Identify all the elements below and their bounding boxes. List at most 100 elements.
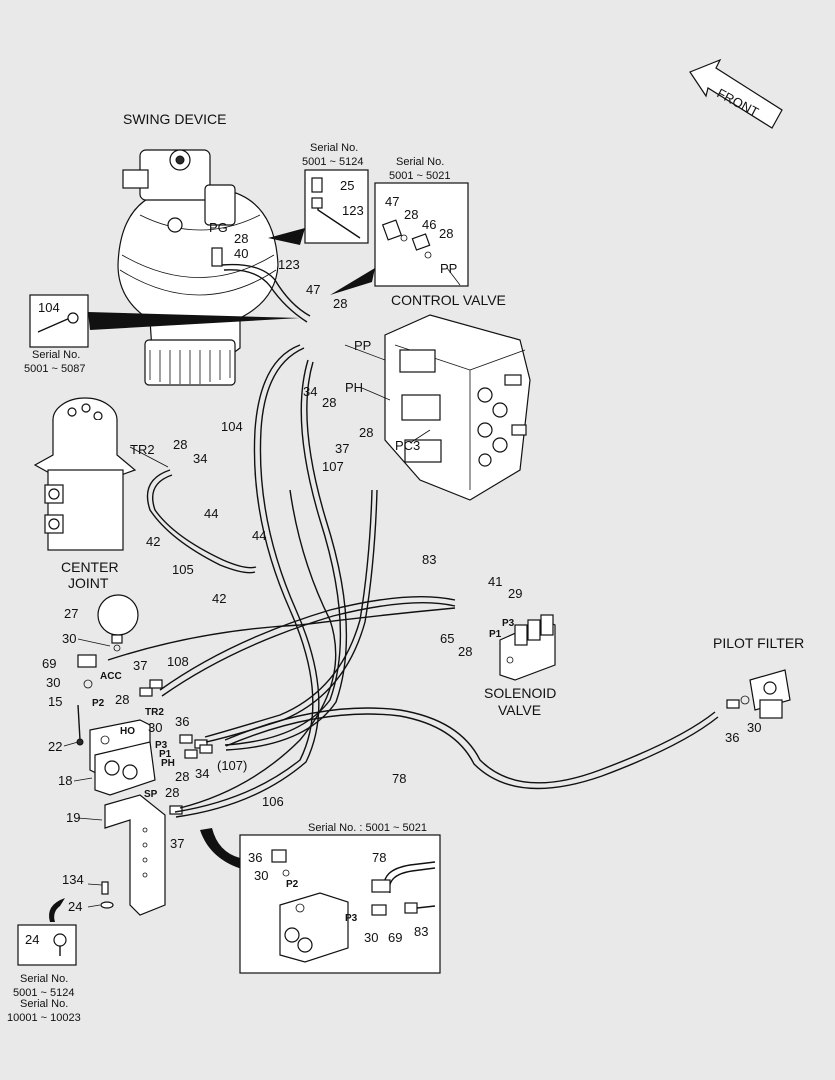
- callout-105: 105: [172, 562, 194, 577]
- callout-30-block: 30: [148, 720, 162, 735]
- serial-b-label: Serial No.: [396, 156, 444, 168]
- serial-d-text: Serial No. : 5001 ~ 5021: [308, 822, 427, 834]
- solenoid-title-2: VALVE: [498, 702, 541, 718]
- pilot-filter-title: PILOT FILTER: [713, 635, 804, 651]
- callout-107-ref: (107): [217, 758, 247, 773]
- serial-box-a: [304, 169, 369, 244]
- callout-15: 15: [48, 694, 62, 709]
- callout-28-sol: 28: [458, 644, 472, 659]
- callout-25: 25: [340, 178, 354, 193]
- callout-42-a: 42: [146, 534, 160, 549]
- callout-p2-inset: P2: [286, 879, 299, 890]
- callout-28-box2: 28: [439, 226, 453, 241]
- leader-lines: [63, 267, 461, 908]
- callout-134: 134: [62, 872, 84, 887]
- callout-27: 27: [64, 606, 78, 621]
- callout-tr2: TR2: [130, 442, 155, 457]
- solenoid-title-1: SOLENOID: [484, 685, 556, 701]
- callout-123-box: 123: [342, 203, 364, 218]
- callout-28-ph: 28: [322, 395, 336, 410]
- callout-37-acc: 37: [133, 658, 147, 673]
- callout-78-inset: 78: [372, 850, 386, 865]
- callout-sp: SP: [144, 789, 158, 800]
- callout-30-p2: 30: [46, 675, 60, 690]
- callout-28-tr2: 28: [173, 437, 187, 452]
- accumulator-assembly: [76, 594, 166, 916]
- block-fittings: [139, 679, 213, 815]
- solenoid-valve: [499, 614, 556, 681]
- serial-box-b: [374, 182, 469, 287]
- callout-30-inset1: 30: [254, 868, 268, 883]
- callout-44-b: 44: [252, 528, 266, 543]
- callout-28-pg: 28: [234, 231, 248, 246]
- serial-b-range: 5001 ~ 5021: [389, 170, 450, 182]
- callout-34-tr2: 34: [193, 451, 207, 466]
- callout-44-a: 44: [204, 506, 218, 521]
- callout-24-box: 24: [25, 932, 39, 947]
- callout-p3-block: P3: [155, 740, 168, 751]
- callout-30-inset2: 30: [364, 930, 378, 945]
- serial-box-d: [239, 834, 441, 974]
- hoses: [107, 263, 719, 818]
- leader-wedge-d: [200, 828, 245, 870]
- callout-41: 41: [488, 574, 502, 589]
- callout-ph-block: PH: [161, 758, 175, 769]
- callout-ho: HO: [120, 726, 135, 737]
- serial-c-label: Serial No.: [32, 349, 80, 361]
- callout-106: 106: [262, 794, 284, 809]
- pilot-filter: [726, 669, 791, 719]
- callout-28-cv: 28: [359, 425, 373, 440]
- callout-47-box: 47: [385, 194, 399, 209]
- callout-40: 40: [234, 246, 248, 261]
- control-valve-title: CONTROL VALVE: [391, 292, 506, 308]
- callout-65: 65: [440, 631, 454, 646]
- callout-acc: ACC: [100, 671, 122, 682]
- callout-107: 107: [322, 459, 344, 474]
- callout-69-inset: 69: [388, 930, 402, 945]
- callout-ph: PH: [345, 380, 363, 395]
- callout-37-sp: 37: [170, 836, 184, 851]
- callout-36: 36: [175, 714, 189, 729]
- serial-e-range1: 5001 ~ 5124: [13, 987, 74, 999]
- swing-device-title: SWING DEVICE: [123, 111, 226, 127]
- callout-18: 18: [58, 773, 72, 788]
- serial-e-label1: Serial No.: [20, 973, 68, 985]
- callout-p3-inset: P3: [345, 913, 358, 924]
- callout-69: 69: [42, 656, 56, 671]
- callout-30-acc: 30: [62, 631, 76, 646]
- serial-box-c: [29, 294, 89, 348]
- center-joint-title-2: JOINT: [68, 575, 109, 591]
- callout-p1-sol: P1: [489, 629, 502, 640]
- callout-p2: P2: [92, 698, 105, 709]
- callout-pg: PG: [209, 220, 228, 235]
- callout-34-a: 34: [303, 384, 317, 399]
- serial-box-e: [17, 924, 77, 966]
- callout-104: 104: [221, 419, 243, 434]
- callout-83: 83: [422, 552, 436, 567]
- callout-22: 22: [48, 739, 62, 754]
- callout-28-box1: 28: [404, 207, 418, 222]
- callout-30-filter: 30: [747, 720, 761, 735]
- callout-108: 108: [167, 654, 189, 669]
- callout-34-block: 34: [195, 766, 209, 781]
- center-joint: [33, 397, 137, 551]
- control-valve: [384, 314, 531, 501]
- serial-c-range: 5001 ~ 5087: [24, 363, 85, 375]
- callout-78: 78: [392, 771, 406, 786]
- callout-46: 46: [422, 217, 436, 232]
- serial-a-range: 5001 ~ 5124: [302, 156, 363, 168]
- serial-e-label2: Serial No.: [20, 998, 68, 1010]
- serial-e-range2: 10001 ~ 10023: [7, 1012, 81, 1024]
- front-arrow: FRONT: [689, 58, 783, 129]
- callout-36-inset: 36: [248, 850, 262, 865]
- leader-wedge-a: [268, 228, 305, 245]
- callout-36-filter: 36: [725, 730, 739, 745]
- callout-83-inset: 83: [414, 924, 428, 939]
- callout-pp: PP: [354, 338, 371, 353]
- leader-wedge-b: [330, 268, 375, 295]
- callout-24: 24: [68, 899, 82, 914]
- callout-p3-sol: P3: [502, 618, 515, 629]
- leader-wedge-e: [49, 898, 65, 922]
- callout-47: 47: [306, 282, 320, 297]
